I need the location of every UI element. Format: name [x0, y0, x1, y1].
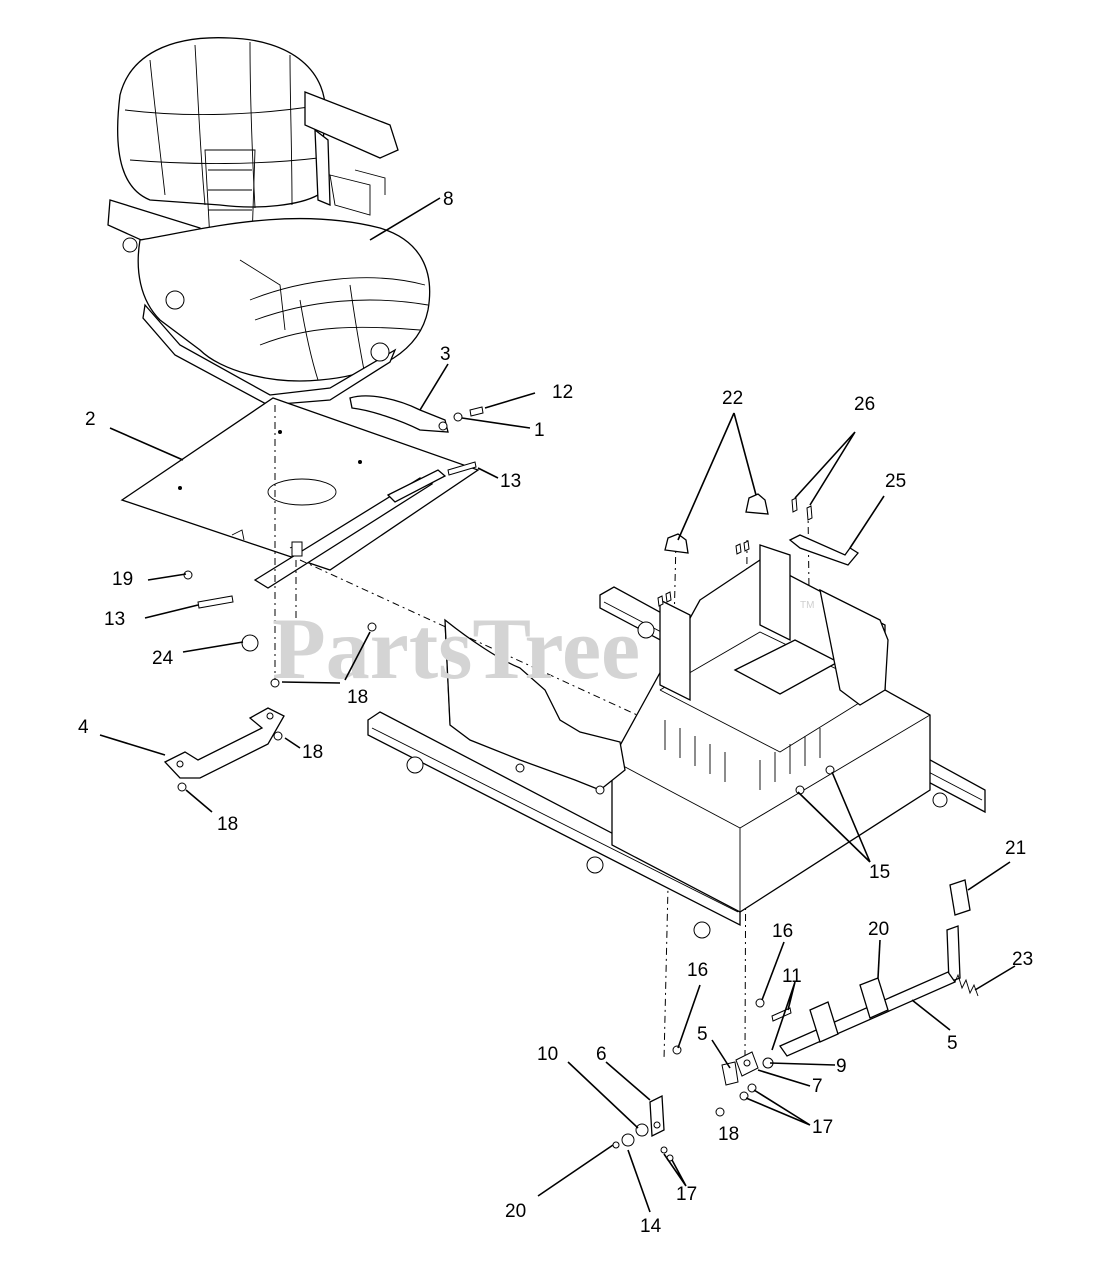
callout-16-left: 16	[687, 960, 708, 981]
callout-18-bracket-right: 18	[302, 742, 323, 763]
seat-slide-rail[interactable]	[253, 469, 447, 589]
callout-8: 8	[443, 189, 454, 210]
leader-lines	[99, 197, 1016, 1213]
callout-22: 22	[722, 388, 743, 409]
callout-25: 25	[885, 471, 906, 492]
callout-24: 24	[152, 648, 174, 669]
callout-2: 2	[85, 409, 96, 430]
callout-6: 6	[596, 1044, 607, 1065]
mounting-bracket[interactable]	[163, 707, 285, 792]
callout-17-right: 17	[812, 1117, 833, 1138]
callout-14: 14	[640, 1216, 662, 1237]
main-frame[interactable]	[367, 534, 986, 939]
callout-18-bracket-left: 18	[217, 814, 238, 835]
callout-26: 26	[854, 394, 875, 415]
watermark-text: PartsTree	[272, 601, 640, 698]
callout-13-lower: 13	[104, 609, 125, 630]
seat-latch-bracket[interactable]	[349, 395, 449, 433]
callout-18-link: 18	[718, 1124, 739, 1145]
callout-4: 4	[78, 717, 89, 738]
rubber-bumpers[interactable]	[664, 493, 769, 554]
brake-shaft-assembly[interactable]	[779, 879, 979, 1057]
callout-17-left: 17	[676, 1184, 697, 1205]
callout-18-seat: 18	[347, 687, 368, 708]
callout-21: 21	[1005, 838, 1026, 859]
callout-15: 15	[869, 862, 890, 883]
callout-20-shaft: 20	[868, 919, 889, 940]
callout-13-upper: 13	[500, 471, 521, 492]
callout-9: 9	[836, 1056, 847, 1077]
callout-16-right: 16	[772, 921, 793, 942]
callout-20-lower: 20	[505, 1201, 526, 1222]
seat-assembly[interactable]	[107, 37, 431, 406]
callout-23: 23	[1012, 949, 1033, 970]
callout-5-shaft: 5	[947, 1033, 958, 1054]
callout-3: 3	[440, 344, 451, 365]
callout-10: 10	[537, 1044, 558, 1065]
callout-12: 12	[552, 382, 573, 403]
callout-1: 1	[534, 420, 545, 441]
bumper-screws	[657, 497, 813, 607]
watermark-trademark: TM	[800, 600, 814, 611]
callout-11: 11	[782, 966, 802, 987]
callout-5-link: 5	[697, 1024, 708, 1045]
watermark: PartsTree TM	[272, 600, 814, 698]
seat-plate[interactable]	[120, 397, 480, 571]
callout-19: 19	[112, 569, 133, 590]
linkage-hardware	[612, 998, 792, 1162]
callout-7: 7	[812, 1076, 823, 1097]
callout-labels: 8 3 12 1 2 13 19 13 24 18 4 18 18 22 26 …	[78, 189, 1033, 1237]
